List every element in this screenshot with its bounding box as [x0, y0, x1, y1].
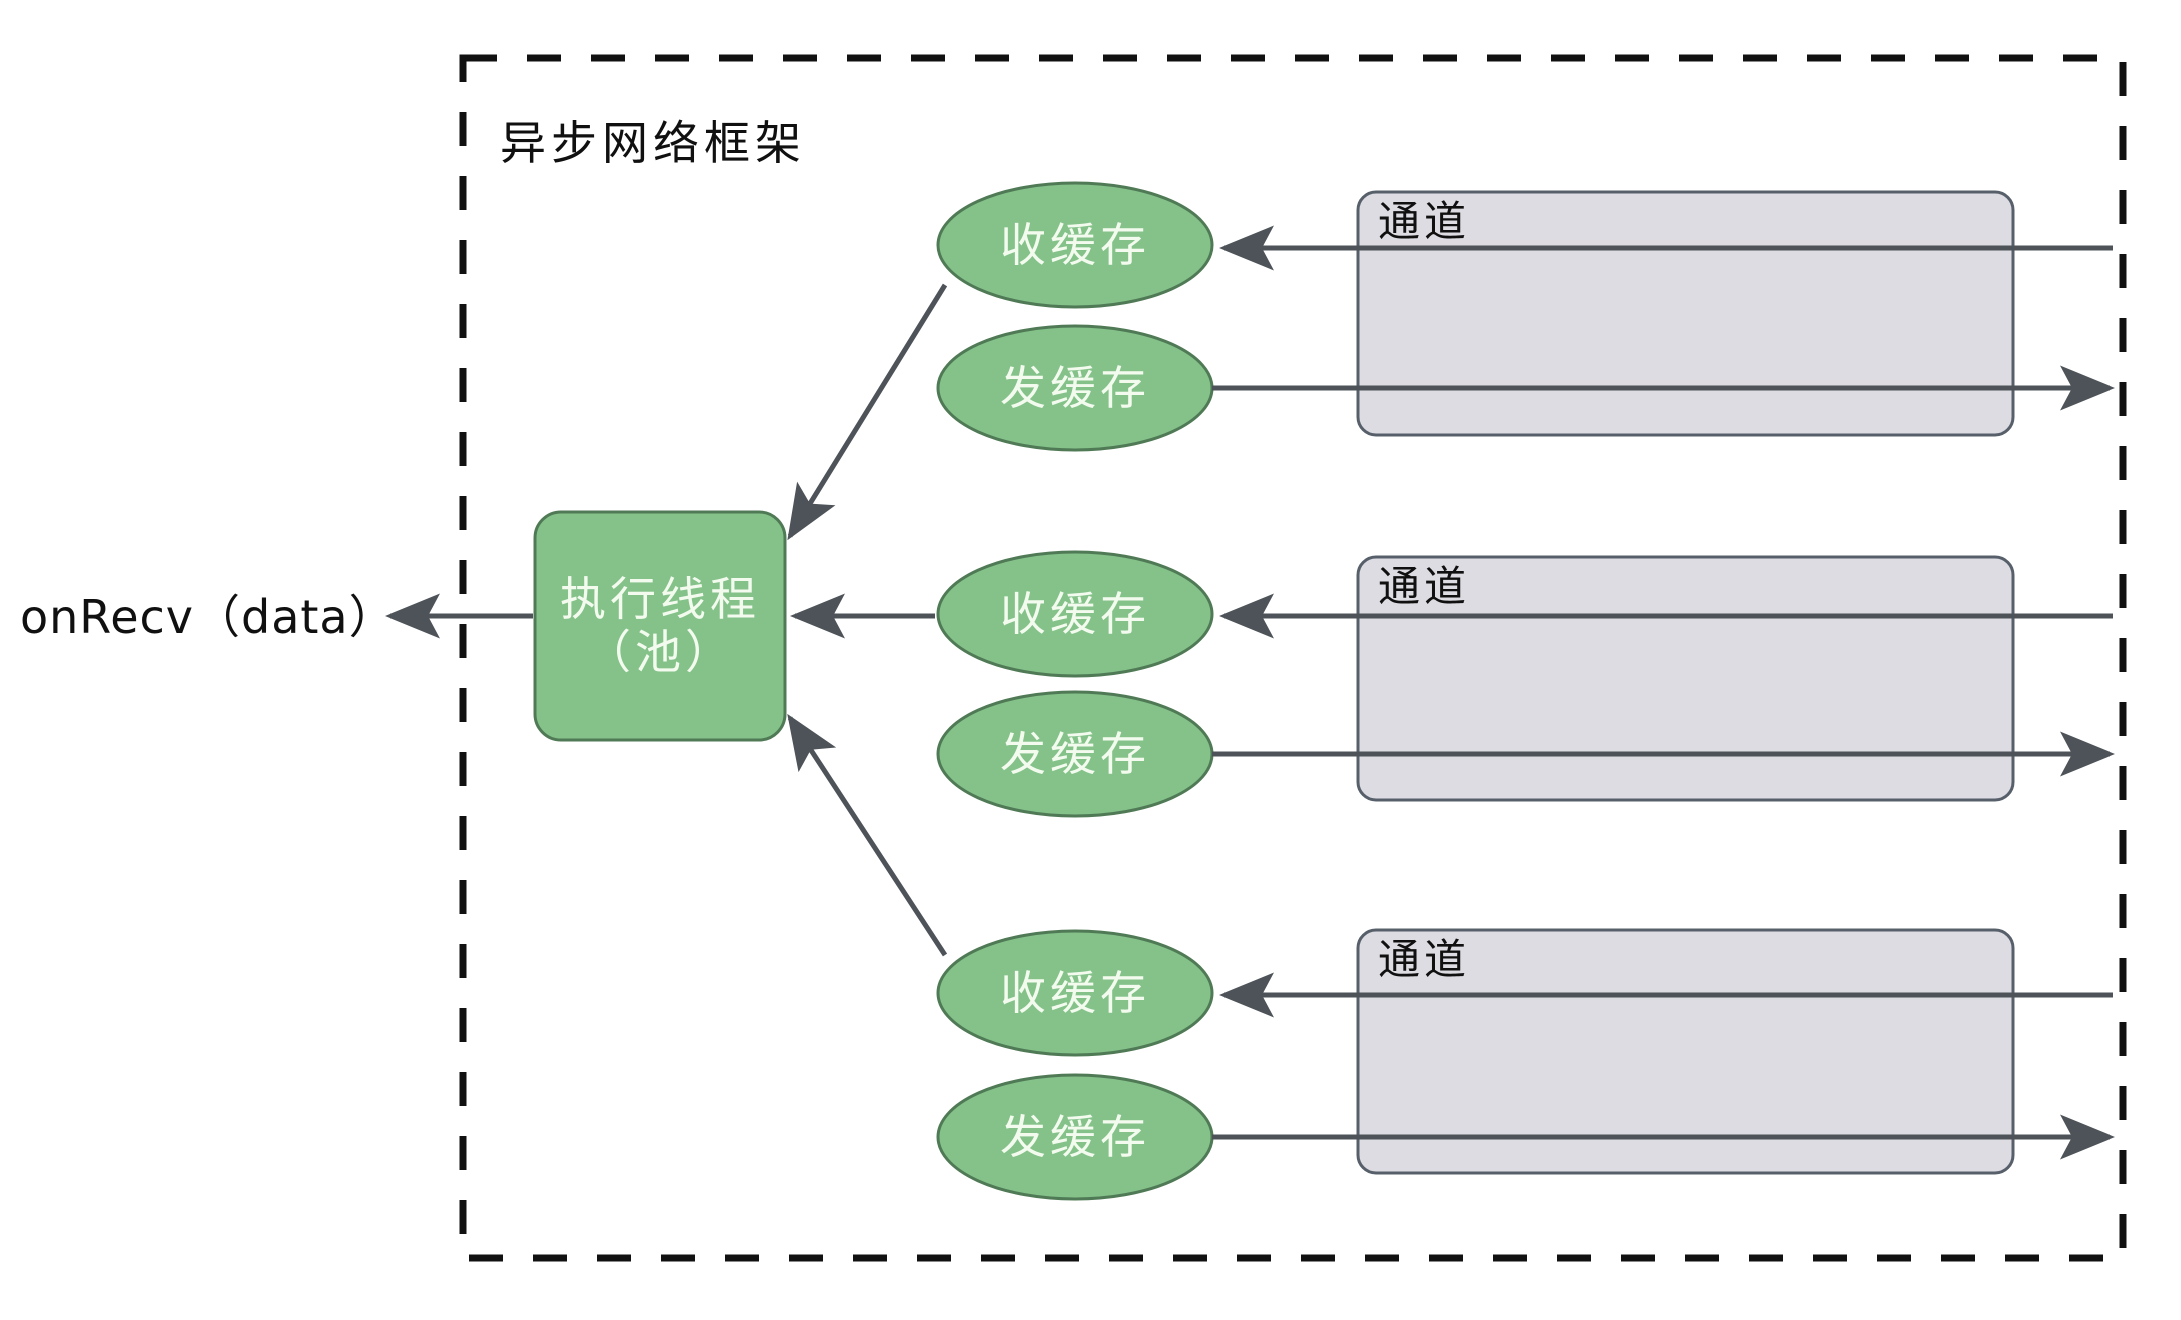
- channel-box-3: [1356, 928, 2015, 1175]
- recv-buffer-ellipse-3: [936, 929, 1214, 1057]
- send-buffer-ellipse-1: [936, 324, 1214, 452]
- framework-boundary: [459, 54, 2127, 1262]
- recv-buffer-ellipse-2: [936, 550, 1214, 678]
- channel-box-1: [1356, 190, 2015, 437]
- arrow-recv3-to-threadpool: [787, 713, 948, 957]
- arrow-recv1-to-threadpool: [787, 283, 948, 541]
- channel-box-2: [1356, 555, 2015, 802]
- recv-buffer-ellipse-1: [936, 181, 1214, 309]
- thread-pool-box: [533, 510, 787, 742]
- send-buffer-ellipse-3: [936, 1073, 1214, 1201]
- send-buffer-ellipse-2: [936, 690, 1214, 818]
